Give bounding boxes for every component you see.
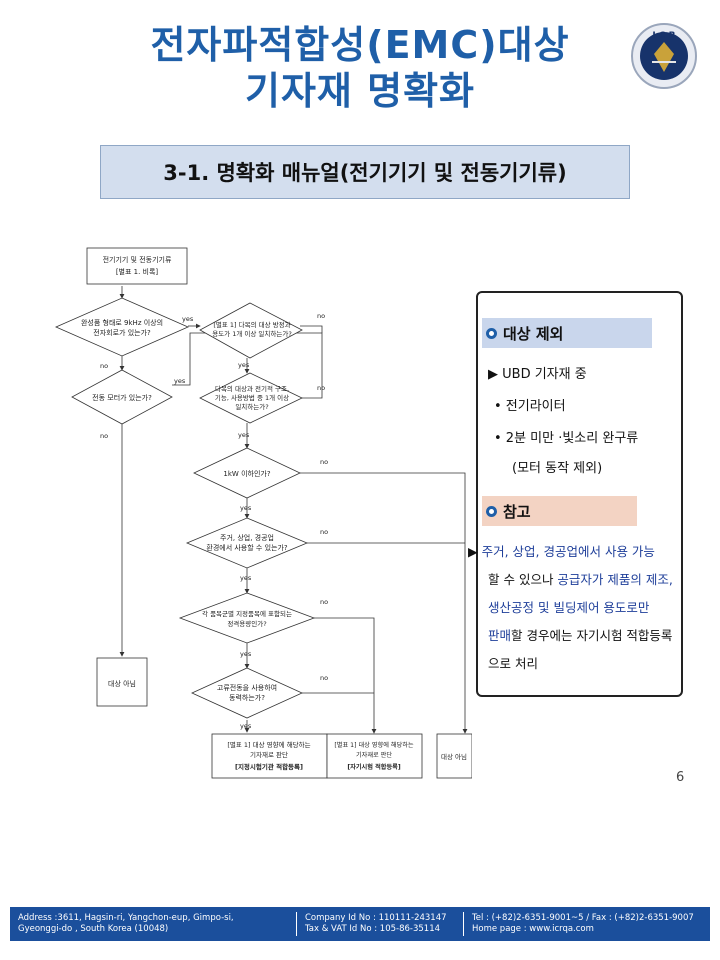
logo-text: I C R <box>652 31 675 41</box>
label-no-5: no <box>320 458 328 466</box>
q-use-line-1: [별표 1] 다목의 대상 방정과 <box>213 320 290 329</box>
q-register-line-1: 각 품목군별 지정품목에 표함되는 <box>202 609 292 618</box>
label-no-6: no <box>320 528 328 536</box>
box-self-line-2: 기자재로 판단 <box>356 751 392 759</box>
reference-line-2: 할 수 있으나 공급자가 제품의 제조, <box>488 569 673 588</box>
q-env-line-2: 환경에서 사용할 수 있는가? <box>206 543 288 552</box>
contact-line-2[interactable]: Home page : www.icrqa.com <box>472 924 594 934</box>
q-9khz-line-1: 완성품 형태로 9kHz 이상의 <box>81 318 163 327</box>
reference-arrow: ▶ <box>468 544 482 559</box>
contact-line-1: Tel : (+82)2-6351-9001~5 / Fax : (+82)2-… <box>472 913 694 923</box>
label-no-1: no <box>100 362 108 370</box>
q-9khz-line-2: 전자회로가 있는가? <box>93 328 151 337</box>
q-structure-line-1: 다목의 대상과 전기적 구조, <box>215 384 289 393</box>
reference-tag: 참고 <box>482 496 637 526</box>
exclusion-tag: 대상 제외 <box>482 318 652 348</box>
title-line-2: 기자재 명확화 <box>245 69 475 113</box>
reference-line-2a: 할 수 있으나 <box>488 572 558 587</box>
notes-panel: 대상 제외 ▶ UBD 기자재 중 • 전기라이터 • 2분 미만 ·빛소리 완… <box>468 291 683 697</box>
label-yes-3: yes <box>238 361 250 369</box>
reference-line-2b: 공급자가 제품의 제조, <box>557 572 673 587</box>
exclusion-line-1: ▶ UBD 기자재 중 <box>488 367 587 382</box>
reference-line-3: 생산공정 및 빌딩제어 용도로만 <box>488 600 650 615</box>
exclusion-tag-label: 대상 제외 <box>503 324 564 343</box>
q-motor: 전동 모터가 있는가? <box>92 393 152 402</box>
reference-line-1: ▶ 주거, 상업, 경공업에서 사용 가능 <box>468 541 655 560</box>
reference-tag-label: 참고 <box>503 502 531 521</box>
q-register-line-2: 정격용량인가? <box>227 619 266 628</box>
footer-bar: Address :3611, Hagsin-ri, Yangchon-eup, … <box>10 907 710 941</box>
page-number: 6 <box>676 770 685 785</box>
footer-contact: Tel : (+82)2-6351-9001~5 / Fax : (+82)2-… <box>464 912 710 936</box>
start-line-2: [별표 1. 비록] <box>116 267 159 276</box>
exclusion-line-4: (모터 동작 제외) <box>512 461 603 476</box>
label-yes-1: yes <box>182 315 194 323</box>
label-no-7: no <box>320 598 328 606</box>
label-no-2: no <box>100 432 108 440</box>
exclusion-line-3: • 2분 미만 ·빛소리 완구류 <box>494 431 639 446</box>
company-line-2: Tax & VAT Id No : 105-86-35114 <box>305 924 441 934</box>
label-no-8: no <box>320 674 328 682</box>
start-line-1: 전기기기 및 전동기기류 <box>103 255 172 264</box>
label-yes-7: yes <box>240 650 252 658</box>
box-self-line-1: [별표 1] 대상 영향에 해당하는 <box>334 741 414 749</box>
box-cert-line-3: [지정시험기관 적합등록] <box>235 762 303 771</box>
q-use-line-2: 용도가 1개 이상 일치하는가? <box>212 329 292 338</box>
section-heading: 3-1. 명확화 매뉴얼(전기기기 및 전동기기류) <box>100 145 630 199</box>
page-title: 전자파적합성(EMC)대상 기자재 명확화 <box>0 22 720 114</box>
label-yes-4: yes <box>238 431 250 439</box>
box-self-line-3: [자기시험 적합등록] <box>347 763 401 771</box>
title-line-1: 전자파적합성(EMC)대상 <box>150 23 570 67</box>
label-no-4: no <box>317 384 325 392</box>
label-yes-2: yes <box>174 377 186 385</box>
flowchart: 전기기기 및 전동기기류 [별표 1. 비록] 완성품 형태로 9kHz 이상의… <box>55 247 472 779</box>
q-structure-line-3: 일치하는가? <box>235 402 268 411</box>
reference-line-1-text: 주거, 상업, 경공업에서 사용 가능 <box>481 544 655 559</box>
label-yes-6: yes <box>240 574 252 582</box>
company-line-1: Company Id No : 110111-243147 <box>305 913 447 923</box>
box-cert-line-1: [별표 1] 대상 영향에 해당하는 <box>227 740 310 749</box>
exclusion-line-2: • 전기라이터 <box>494 399 566 414</box>
bullet-circle-icon <box>486 327 497 339</box>
q-power: 1kW 이하인가? <box>223 469 270 478</box>
label-no-3: no <box>317 312 325 320</box>
q-structure-line-2: 기능, 사용방법 중 1개 이상 <box>215 393 289 402</box>
reference-line-4a: 판매 <box>488 628 512 643</box>
q-hazard-line-2: 동력하는가? <box>229 693 265 702</box>
icr-logo: I C R <box>631 23 697 89</box>
reference-line-5: 으로 처리 <box>488 656 538 671</box>
bullet-circle-icon <box>486 505 497 517</box>
reference-line-4: 판매할 경우에는 자기시험 적합등록 <box>488 625 672 644</box>
q-env-line-1: 주거, 상업, 경공업 <box>220 533 274 542</box>
label-yes-8: yes <box>240 722 252 730</box>
address-line-1: Address :3611, Hagsin-ri, Yangchon-eup, … <box>18 913 234 923</box>
q-hazard-line-1: 고류전동을 사용하여 <box>217 683 277 692</box>
box-not-target: 대상 아님 <box>441 752 467 761</box>
footer-address: Address :3611, Hagsin-ri, Yangchon-eup, … <box>10 912 297 936</box>
label-yes-5: yes <box>240 504 252 512</box>
box-exclude: 대상 아님 <box>108 679 136 688</box>
box-cert-line-2: 기자재로 판단 <box>250 750 288 759</box>
footer-company: Company Id No : 110111-243147 Tax & VAT … <box>297 912 464 936</box>
reference-line-4b: 할 경우에는 자기시험 적합등록 <box>511 628 673 643</box>
address-line-2: Gyeonggi-do , South Korea (10048) <box>18 924 169 934</box>
